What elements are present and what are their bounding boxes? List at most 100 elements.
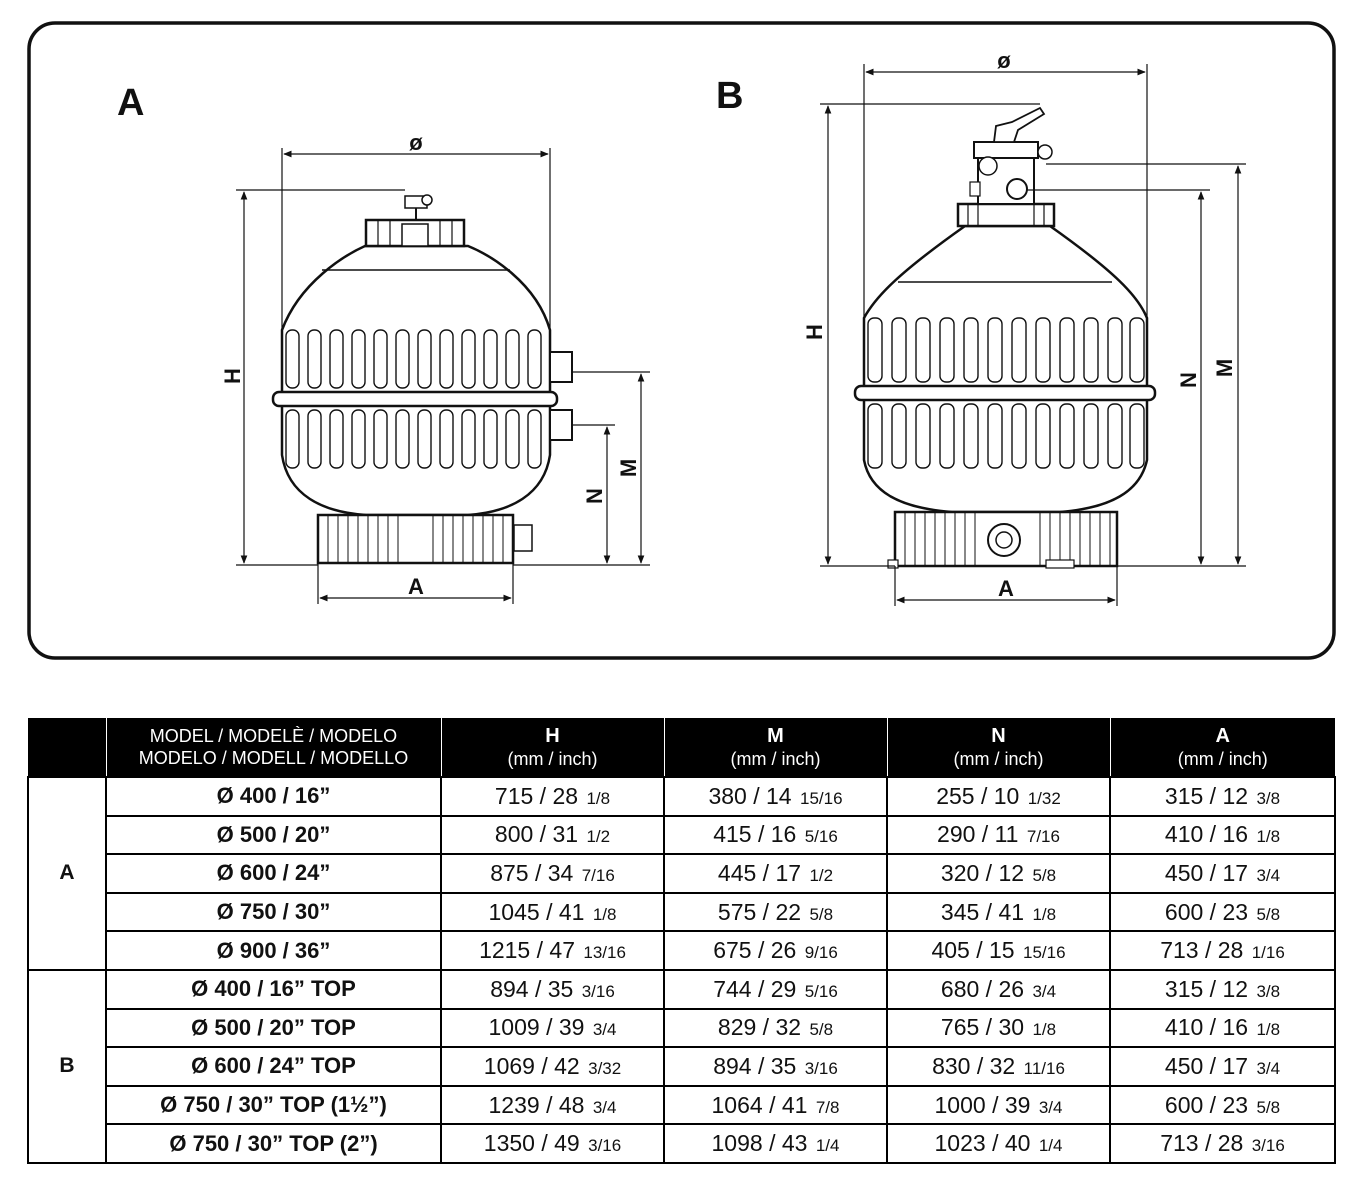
value-cell: 405 / 15 15/16 bbox=[886, 930, 1111, 971]
header-model-line1: MODEL / MODELÈ / MODELO bbox=[149, 726, 398, 746]
value-fraction: 15/16 bbox=[799, 788, 843, 808]
value-fraction: 7/8 bbox=[815, 1097, 840, 1117]
value-fraction: 1/8 bbox=[1032, 904, 1057, 924]
model-cell: Ø 400 / 16” TOP bbox=[105, 968, 442, 1010]
value-main: 255 / 10 bbox=[936, 782, 1020, 809]
value-main: 445 / 17 bbox=[717, 859, 802, 886]
value-main: 1045 / 41 bbox=[488, 898, 585, 925]
header-model: MODEL / MODELÈ / MODELO MODELO / MODELL … bbox=[105, 718, 441, 777]
figure-a-m-label: M bbox=[616, 459, 641, 477]
value-fraction: 1/8 bbox=[1032, 1020, 1057, 1040]
figure-b-diameter-label: ø bbox=[997, 48, 1011, 73]
value-main: 829 / 32 bbox=[717, 1014, 802, 1041]
value-cell: 415 / 16 5/16 bbox=[663, 814, 888, 856]
value-fraction: 15/16 bbox=[1022, 943, 1066, 963]
value-main: 1069 / 42 bbox=[483, 1052, 580, 1079]
value-cell: 410 / 16 1/8 bbox=[1109, 814, 1336, 856]
figure-b: B bbox=[716, 48, 1246, 606]
value-fraction: 5/16 bbox=[804, 827, 838, 847]
figure-b-base-label: A bbox=[998, 576, 1014, 601]
value-main: 450 / 17 bbox=[1164, 859, 1249, 886]
value-main: 600 / 23 bbox=[1164, 898, 1249, 925]
value-fraction: 5/8 bbox=[1032, 865, 1057, 885]
value-fraction: 9/16 bbox=[804, 943, 838, 963]
value-cell: 830 / 32 11/16 bbox=[886, 1046, 1111, 1087]
value-cell: 600 / 23 5/8 bbox=[1109, 891, 1336, 933]
value-fraction: 1/8 bbox=[586, 788, 611, 808]
value-fraction: 3/16 bbox=[1251, 1136, 1285, 1156]
value-fraction: 1/8 bbox=[1256, 1020, 1281, 1040]
value-main: 765 / 30 bbox=[940, 1014, 1025, 1041]
header-n: N (mm / inch) bbox=[886, 718, 1110, 777]
value-cell: 1009 / 39 3/4 bbox=[440, 1007, 665, 1049]
value-fraction: 1/32 bbox=[1027, 788, 1061, 808]
value-cell: 575 / 22 5/8 bbox=[663, 891, 888, 933]
value-main: 290 / 11 bbox=[937, 821, 1019, 848]
value-cell: 1215 / 47 13/16 bbox=[440, 930, 665, 971]
value-cell: 290 / 11 7/16 bbox=[886, 814, 1111, 856]
value-fraction: 3/16 bbox=[804, 1058, 838, 1078]
header-h-name: H bbox=[545, 725, 560, 747]
value-main: 1239 / 48 bbox=[488, 1091, 585, 1118]
model-cell: Ø 750 / 30” TOP (2”) bbox=[105, 1123, 442, 1164]
value-main: 1215 / 47 bbox=[479, 937, 575, 964]
value-main: 744 / 29 bbox=[713, 975, 797, 1002]
diagram-frame bbox=[27, 21, 1336, 660]
header-n-unit: (mm / inch) bbox=[953, 749, 1044, 769]
model-cell: Ø 500 / 20” bbox=[105, 814, 442, 856]
value-fraction: 13/16 bbox=[583, 943, 626, 963]
group-label-cell: B bbox=[27, 968, 107, 1164]
value-main: 675 / 26 bbox=[713, 937, 797, 964]
value-fraction: 1/8 bbox=[1256, 827, 1281, 847]
figure-a: A bbox=[117, 82, 650, 604]
value-fraction: 1/4 bbox=[815, 1136, 840, 1156]
table-row: Ø 750 / 30” TOP (1½”)1239 / 48 3/4 1064 /… bbox=[28, 1084, 1336, 1126]
value-fraction: 1/16 bbox=[1251, 943, 1285, 963]
value-fraction: 3/8 bbox=[1256, 981, 1281, 1001]
value-fraction: 7/16 bbox=[581, 865, 615, 885]
header-a-name: A bbox=[1215, 725, 1230, 747]
value-fraction: 3/4 bbox=[592, 1020, 617, 1040]
value-fraction: 11/16 bbox=[1023, 1058, 1065, 1078]
group-label-cell: A bbox=[27, 776, 107, 971]
value-fraction: 3/16 bbox=[588, 1136, 622, 1156]
value-main: 1098 / 43 bbox=[711, 1130, 808, 1157]
model-cell: Ø 900 / 36” bbox=[105, 930, 442, 971]
value-main: 1350 / 49 bbox=[483, 1130, 580, 1157]
value-cell: 450 / 17 3/4 bbox=[1109, 853, 1336, 894]
model-cell: Ø 600 / 24” TOP bbox=[105, 1046, 442, 1087]
value-cell: 715 / 28 1/8 bbox=[440, 776, 665, 817]
value-fraction: 1/4 bbox=[1038, 1136, 1063, 1156]
value-main: 410 / 16 bbox=[1164, 821, 1249, 848]
value-cell: 1350 / 49 3/16 bbox=[440, 1123, 665, 1164]
value-fraction: 5/8 bbox=[809, 904, 834, 924]
value-cell: 894 / 35 3/16 bbox=[663, 1046, 888, 1087]
value-cell: 315 / 12 3/8 bbox=[1109, 968, 1336, 1010]
value-cell: 1239 / 48 3/4 bbox=[440, 1084, 665, 1126]
value-cell: 380 / 14 15/16 bbox=[663, 776, 888, 817]
figure-b-label: B bbox=[716, 75, 743, 117]
value-fraction: 5/16 bbox=[804, 981, 838, 1001]
model-cell: Ø 750 / 30” bbox=[105, 891, 442, 933]
header-a: A (mm / inch) bbox=[1109, 718, 1335, 777]
model-cell: Ø 750 / 30” TOP (1½”) bbox=[105, 1084, 442, 1126]
value-cell: 800 / 31 1/2 bbox=[440, 814, 665, 856]
model-cell: Ø 400 / 16” bbox=[105, 776, 442, 817]
value-main: 1023 / 40 bbox=[934, 1130, 1031, 1157]
value-main: 713 / 28 bbox=[1160, 937, 1244, 964]
value-main: 1064 / 41 bbox=[711, 1091, 808, 1118]
value-cell: 410 / 16 1/8 bbox=[1109, 1007, 1336, 1049]
value-fraction: 3/32 bbox=[588, 1058, 622, 1078]
value-main: 315 / 12 bbox=[1164, 782, 1249, 809]
diagram-panel: A bbox=[27, 21, 1336, 660]
value-main: 450 / 17 bbox=[1164, 1052, 1249, 1079]
header-h-unit: (mm / inch) bbox=[507, 749, 598, 769]
value-fraction: 1/8 bbox=[592, 904, 617, 924]
value-main: 320 / 12 bbox=[940, 859, 1025, 886]
value-main: 800 / 31 bbox=[494, 821, 579, 848]
